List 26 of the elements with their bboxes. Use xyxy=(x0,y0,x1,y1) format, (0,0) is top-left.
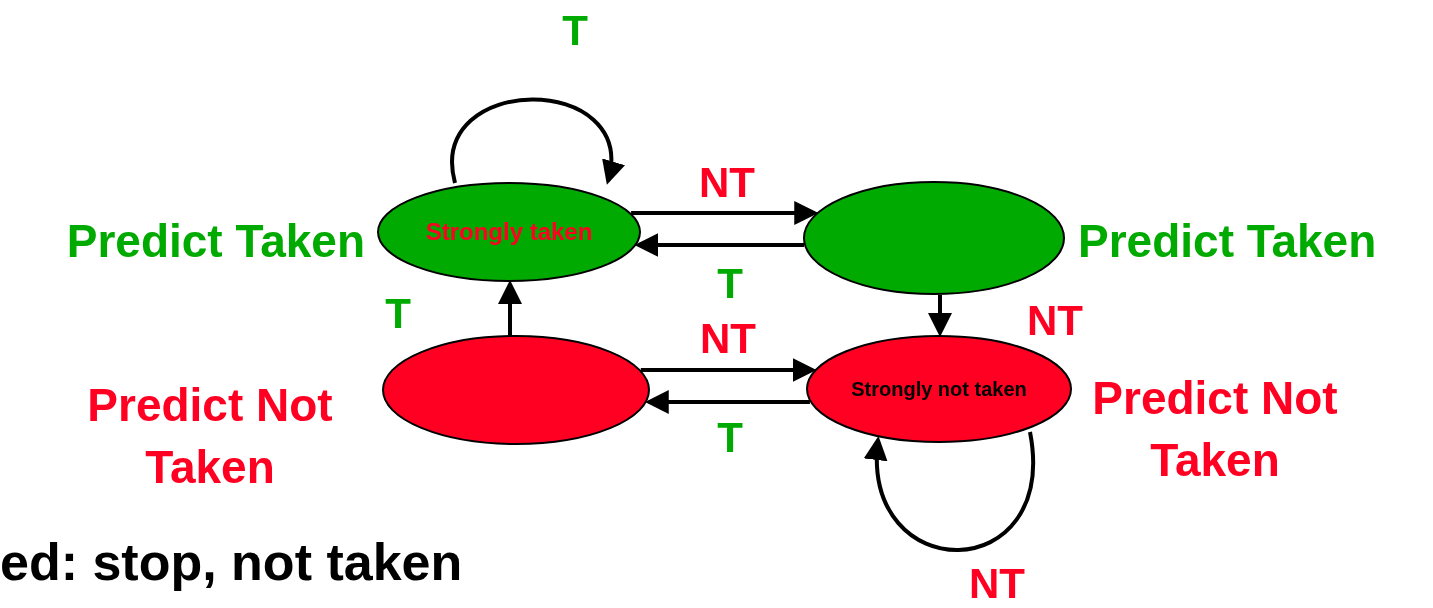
state-ellipse xyxy=(806,335,1072,443)
arrow xyxy=(634,233,804,257)
state-name: Strongly taken xyxy=(425,217,593,247)
edge-label: NT xyxy=(700,318,756,360)
arrow xyxy=(631,201,819,225)
state-name: Strongly not taken xyxy=(851,377,1027,402)
state-ellipse xyxy=(382,335,650,445)
edge-label: T xyxy=(385,293,411,335)
edge-label: NT xyxy=(969,563,1025,605)
edge-label: T xyxy=(562,10,588,52)
arrow xyxy=(450,97,623,185)
prediction-label: Predict Not Taken xyxy=(86,378,334,495)
edge-label: NT xyxy=(699,162,755,204)
prediction-label: Predict Taken xyxy=(65,214,365,269)
arrow xyxy=(928,294,952,337)
edge-label: NT xyxy=(1027,300,1083,342)
state-ellipse xyxy=(803,181,1065,295)
edge-label: T xyxy=(717,263,743,305)
arrow xyxy=(644,390,810,414)
arrow xyxy=(498,280,522,336)
edge-label: T xyxy=(717,417,743,459)
prediction-label: Predict Taken xyxy=(1078,214,1378,269)
arrow xyxy=(865,431,1035,552)
state-ellipse xyxy=(377,182,641,282)
arrow xyxy=(640,358,817,382)
prediction-label: Predict Not Taken xyxy=(1091,371,1339,488)
